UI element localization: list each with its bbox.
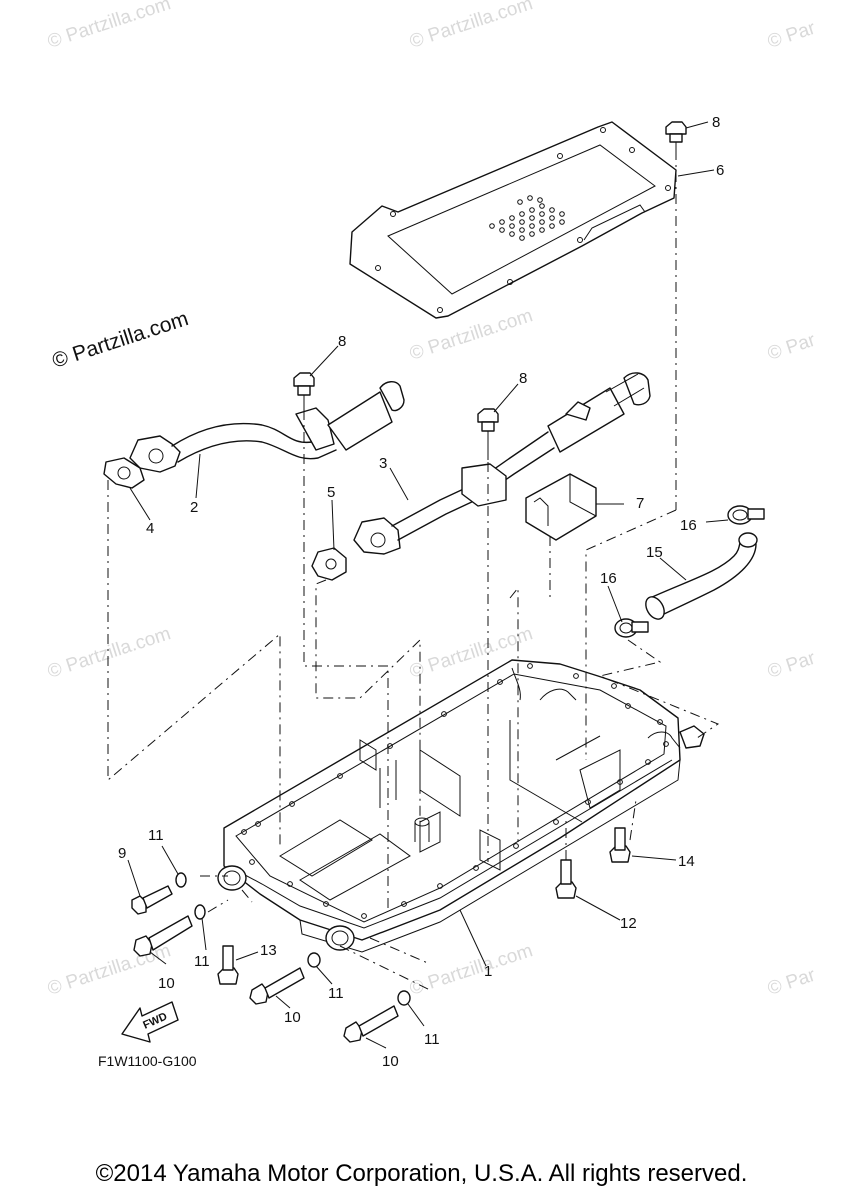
assembly-lines [107,150,720,991]
part-11-washer-d [397,990,411,1006]
callout-16: 16 [680,517,697,534]
callout-3: 3 [379,455,387,472]
watermark: © Partzilla.com [407,940,535,1000]
watermark: © Partzilla.com [45,623,173,683]
part-10-bolt-b [249,967,305,1005]
leader-lines [127,121,729,1049]
baffle-holes-pattern [489,195,565,241]
part-13-bolt [217,945,239,985]
watermark: © Partzilla.com [407,0,535,53]
watermark-main: © Partzilla.com [49,307,191,373]
part-12-bolt [555,859,577,899]
part-16-clamp-lower [614,618,649,638]
callout-8: 8 [519,370,527,387]
part-5-gasket [311,547,347,581]
callout-6: 6 [716,162,724,179]
watermark: © Partzilla.com [45,0,173,53]
part-16-clamp-upper [727,505,765,525]
part-11-washer-c [307,952,321,968]
callout-7: 7 [636,495,644,512]
part-8-bolt-mid [477,408,499,460]
exploded-parts-diagram: © Partzilla.com © Partzilla.com © Par © … [45,0,819,1070]
callout-4: 4 [146,520,154,537]
callout-2: 2 [190,499,198,516]
part-2-pipe [129,381,405,473]
callout-9: 9 [118,845,126,862]
part-7-bracket [525,473,597,541]
callout-8: 8 [712,114,720,131]
callout-10: 10 [158,975,175,992]
callout-11: 11 [328,985,344,1002]
part-11-washer-b [194,904,206,920]
watermark: © Par [765,17,819,52]
part-10-bolt-c [343,1005,399,1043]
part-8-bolt-left [293,372,315,410]
callout-16: 16 [600,570,617,587]
callout-11: 11 [424,1031,440,1048]
part-9-bolt [131,885,173,915]
watermark: © Par [765,964,819,999]
watermark: © Par [765,647,819,682]
part-3-pipe [353,372,651,555]
fwd-arrow: FWD [121,1001,179,1043]
drawing-code: F1W1100-G100 [98,1053,197,1069]
callout-14: 14 [678,853,695,870]
callout-8: 8 [338,333,346,350]
callout-11: 11 [194,953,210,970]
callout-11: 11 [148,827,164,844]
callout-13: 13 [260,942,277,959]
callouts: 8 6 8 8 3 2 4 5 7 16 15 16 1 9 11 10 11 … [118,114,724,1070]
callout-10: 10 [284,1009,301,1026]
part-4-gasket [103,457,145,489]
callout-15: 15 [646,544,663,561]
callout-12: 12 [620,915,637,932]
callout-1: 1 [484,963,492,980]
watermark: © Par [765,329,819,364]
part-6-plate [349,121,677,319]
copyright-notice: ©2014 Yamaha Motor Corporation, U.S.A. A… [95,1160,748,1187]
part-11-washer-a [175,872,187,888]
part-14-bolt [609,827,631,863]
part-15-hose [645,532,758,620]
part-1-oil-pan [217,659,705,953]
watermark: © Partzilla.com [407,305,535,365]
callout-10: 10 [382,1053,399,1070]
pan-flange-holes [241,663,669,919]
part-10-bolt-a [133,915,193,957]
callout-5: 5 [327,484,335,501]
part-8-bolt-top [665,121,687,150]
